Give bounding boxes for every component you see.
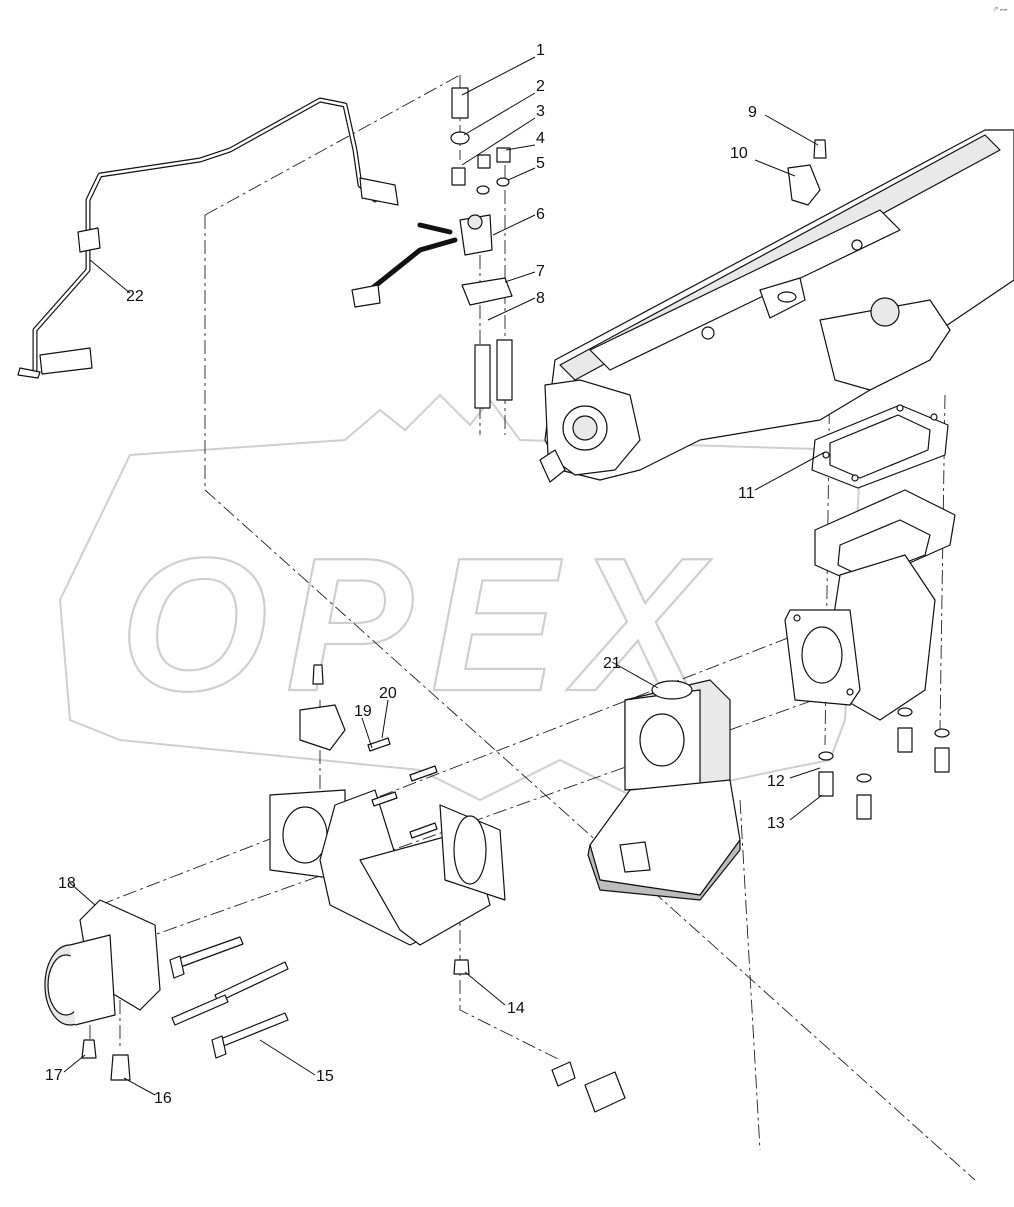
- sleeve-parts: [453, 959, 626, 1113]
- callout-16: 16: [154, 1090, 172, 1107]
- callout-21: 21: [603, 655, 621, 672]
- callout-2: 2: [536, 78, 545, 95]
- callout-8: 8: [536, 290, 545, 307]
- callout-7: 7: [536, 263, 545, 280]
- callout-18: 18: [58, 875, 76, 892]
- inlet-flange: [44, 899, 161, 1026]
- intake-pipe: [269, 789, 506, 946]
- throttle-valve: [587, 679, 741, 901]
- callout-13: 13: [767, 815, 785, 832]
- callout-10: 10: [730, 145, 748, 162]
- callout-6: 6: [536, 206, 545, 223]
- callout-9: 9: [748, 104, 757, 121]
- callout-5: 5: [536, 155, 545, 172]
- wiring-harness: [17, 97, 458, 379]
- callout-22: 22: [126, 288, 144, 305]
- callout-17: 17: [45, 1067, 63, 1084]
- exhaust-sensor: [787, 139, 827, 206]
- callout-1: 1: [536, 42, 545, 59]
- bolts-12-13: [818, 707, 950, 820]
- exhaust-manifold: [539, 129, 1014, 483]
- watermark: OPEX: [58, 393, 862, 802]
- long-bolts: [169, 936, 289, 1059]
- pressure-sensor: [299, 664, 438, 839]
- gasket: [811, 404, 949, 489]
- fittings-16-17: [81, 1039, 131, 1081]
- callout-12: 12: [767, 773, 785, 790]
- callout-4: 4: [536, 130, 545, 147]
- corner-mark: ᵢᵐ ₘₘ: [994, 7, 1008, 13]
- callout-11: 11: [738, 485, 755, 502]
- callout-labels: 1 2 3 4 5 6 7 8 9 10 11 12 13 14 15 16 1…: [45, 42, 785, 1107]
- watermark-text: OPEX: [120, 519, 720, 731]
- callout-19: 19: [354, 703, 372, 720]
- solenoid-assembly: [450, 87, 513, 409]
- callout-15: 15: [316, 1068, 334, 1085]
- callout-3: 3: [536, 103, 545, 120]
- elbow-pipe: [784, 489, 956, 721]
- leader-lines: [63, 56, 826, 1096]
- callout-20: 20: [379, 685, 397, 702]
- callout-14: 14: [507, 1000, 525, 1017]
